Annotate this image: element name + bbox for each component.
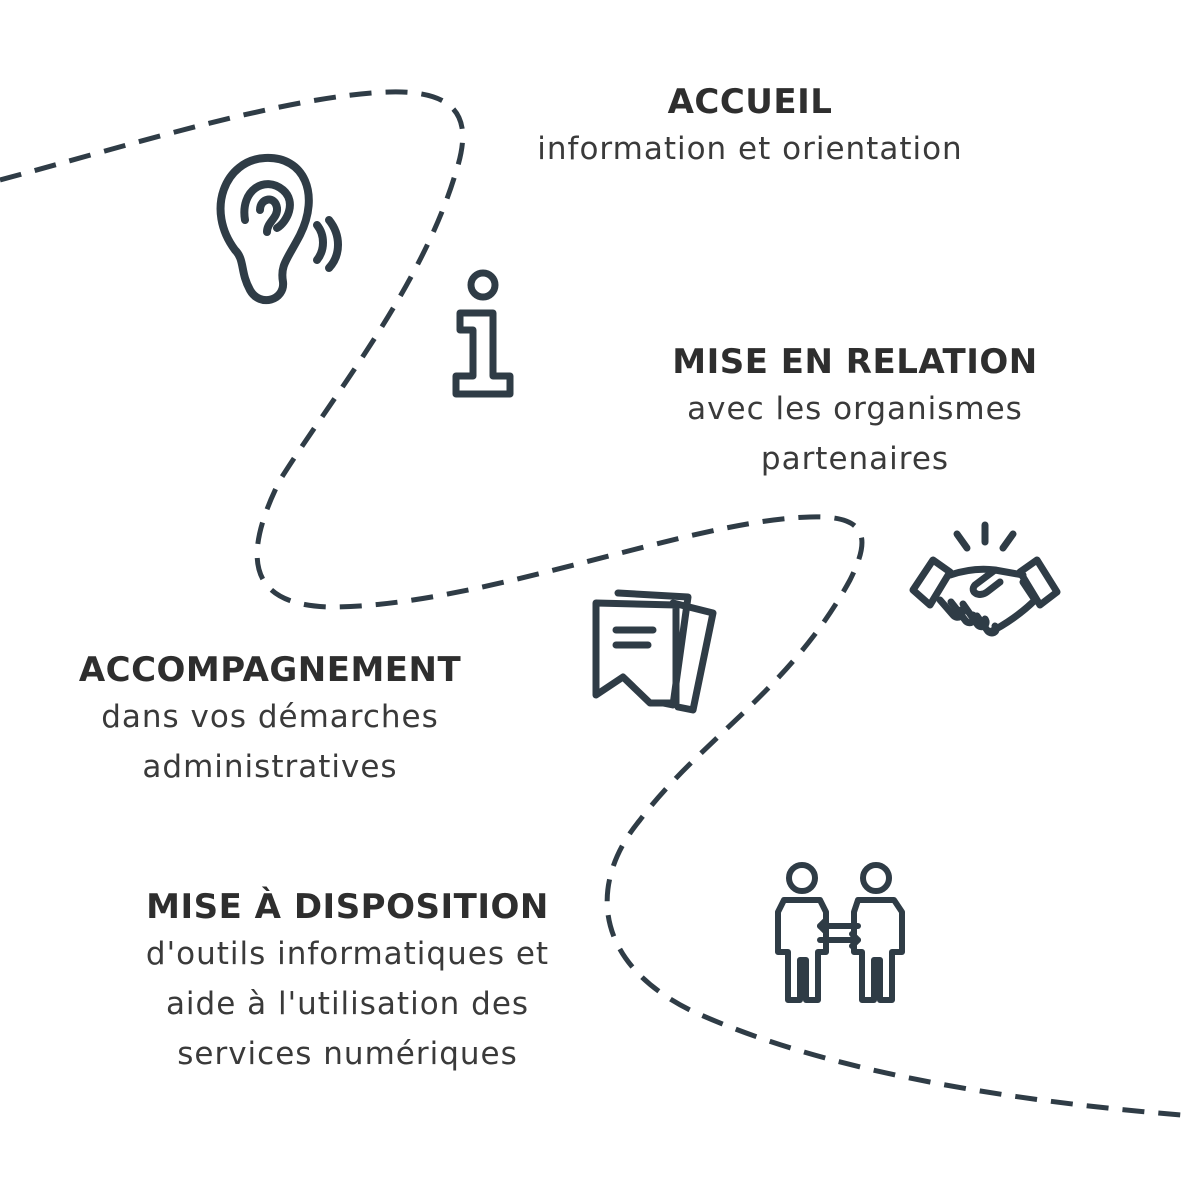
documents-icon: [592, 589, 717, 714]
step-description: avec les organismes partenaires: [687, 391, 1023, 477]
step-title: ACCUEIL: [667, 82, 833, 122]
ear-icon: [216, 153, 342, 304]
step-description: information et orientation: [537, 131, 963, 167]
people-exchange-icon: [775, 862, 905, 1003]
step-title: MISE EN RELATION: [672, 342, 1038, 382]
step-mise-en-relation: MISE EN RELATION avec les organismes par…: [640, 340, 1070, 484]
step-description: d'outils informatiques et aide à l'utili…: [145, 936, 550, 1072]
step-description: dans vos démarches administratives: [101, 699, 439, 785]
step-accompagnement: ACCOMPAGNEMENT dans vos démarches admini…: [40, 648, 500, 792]
handshake-icon: [909, 521, 1061, 637]
step-title: ACCOMPAGNEMENT: [78, 650, 462, 690]
step-mise-a-disposition: MISE À DISPOSITION d'outils informatique…: [110, 885, 585, 1079]
info-icon: [452, 269, 514, 398]
step-accueil: ACCUEIL information et orientation: [500, 80, 1000, 174]
step-title: MISE À DISPOSITION: [146, 887, 549, 927]
